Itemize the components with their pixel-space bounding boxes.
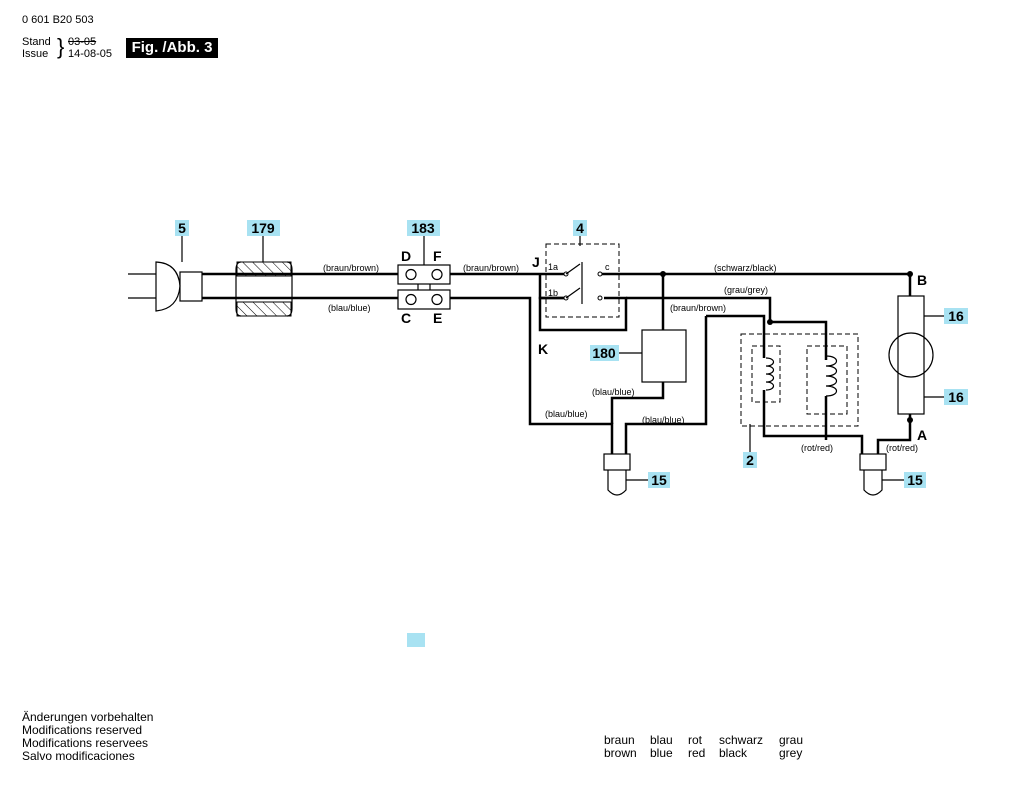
callout-connector-left: 15 [651, 472, 667, 488]
terminal-a: A [917, 427, 927, 443]
note-line: Modifications reserved [22, 723, 143, 737]
new-date: 14-08-05 [68, 48, 113, 60]
wire-label-brown-3: (braun/brown) [670, 303, 726, 313]
terminal-f: F [433, 248, 442, 264]
legend-de: rot [688, 733, 703, 747]
notes: Änderungen vorbehalten Modifications res… [22, 711, 153, 763]
brace-glyph: } [57, 34, 65, 59]
wire-label-red-1: (rot/red) [801, 443, 833, 453]
legend-de: blau [650, 733, 673, 747]
switch-terminal-1b: 1b [548, 288, 558, 298]
callout-terminal-block: 183 [411, 220, 435, 236]
legend-en: blue [650, 746, 673, 760]
callout-sleeve: 179 [251, 220, 275, 236]
motor [888, 295, 944, 415]
marker-square [407, 633, 425, 647]
figure-label: Fig. /Abb. 3 [126, 38, 218, 58]
callout-capacitor: 180 [592, 345, 616, 361]
wire-label-brown-1: (braun/brown) [323, 263, 379, 273]
legend-de: schwarz [719, 733, 764, 747]
capacitor [641, 329, 687, 383]
connector-left [603, 453, 648, 496]
terminal-k: K [538, 341, 548, 357]
legend-de: grau [779, 733, 804, 747]
part-number: 0 601 B20 503 [22, 14, 94, 26]
switch [545, 243, 620, 318]
legend-de: braun [604, 733, 635, 747]
wire-label-blue-k: (blau/blue) [545, 409, 588, 419]
note-line: Änderungen vorbehalten [22, 710, 154, 724]
terminal-block [397, 264, 451, 310]
terminal-c: C [401, 310, 411, 326]
wire-label-red-2: (rot/red) [886, 443, 918, 453]
callout-switch: 4 [576, 220, 584, 236]
note-line: Modifications reservees [22, 736, 149, 750]
legend-en: black [719, 746, 748, 760]
terminal-e: E [433, 310, 442, 326]
issue-label: Issue [22, 48, 49, 60]
switch-terminal-c: c [605, 262, 610, 272]
callout-brush-top: 16 [948, 308, 964, 324]
legend-grey: grau grey [779, 734, 803, 760]
plug [128, 261, 203, 312]
legend-red: rot red [688, 734, 705, 760]
legend-en: grey [779, 746, 803, 760]
legend-blue: blau blue [650, 734, 673, 760]
old-date: 03-05 [68, 36, 97, 48]
sleeve [235, 261, 293, 317]
wire-label-black: (schwarz/black) [714, 263, 777, 273]
stand-label: Stand [22, 36, 51, 48]
switch-terminal-1a: 1a [548, 262, 558, 272]
legend-en: red [688, 746, 706, 760]
terminal-b: B [917, 272, 927, 288]
wire-label-brown-2: (braun/brown) [463, 263, 519, 273]
callout-field-coil: 2 [746, 452, 754, 468]
note-line: Salvo modificaciones [22, 749, 135, 763]
connector-right [859, 453, 904, 496]
callout-plug: 5 [178, 220, 186, 236]
wire-label-blue-1: (blau/blue) [328, 303, 371, 313]
legend-brown: braun brown [604, 734, 637, 760]
legend-black: schwarz black [719, 734, 763, 760]
wire-label-blue-conn: (blau/blue) [642, 415, 685, 425]
callout-brush-bottom: 16 [948, 389, 964, 405]
wire-label-grey: (grau/grey) [724, 285, 768, 295]
callout-connector-right: 15 [907, 472, 923, 488]
legend-en: brown [604, 746, 637, 760]
terminal-j: J [532, 254, 540, 270]
terminal-d: D [401, 248, 411, 264]
wire-label-blue-cap: (blau/blue) [592, 387, 635, 397]
